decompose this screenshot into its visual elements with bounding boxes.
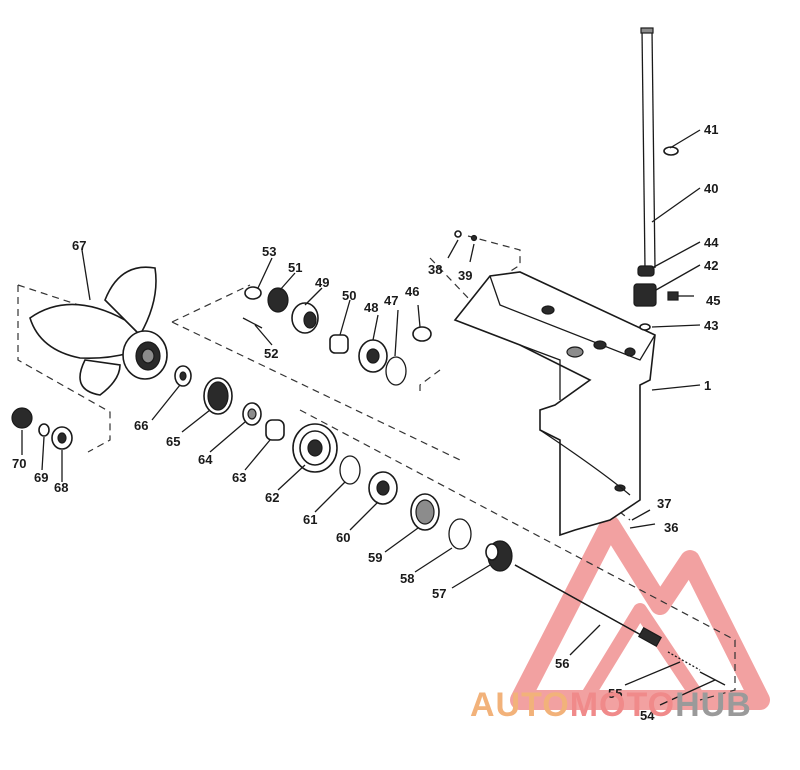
callout-62: 62 — [265, 490, 279, 505]
callout-38: 38 — [428, 262, 442, 277]
callout-55: 55 — [608, 686, 622, 701]
callout-56: 56 — [555, 656, 569, 671]
callout-labels: 1 36 37 38 39 40 41 42 43 44 45 46 47 48… — [12, 122, 720, 723]
callout-45: 45 — [706, 293, 720, 308]
callout-49: 49 — [315, 275, 329, 290]
callout-58: 58 — [400, 571, 414, 586]
callout-40: 40 — [704, 181, 718, 196]
propeller — [29, 266, 168, 396]
shift-shaft — [640, 27, 656, 269]
callout-54: 54 — [640, 708, 655, 723]
callout-53: 53 — [262, 244, 276, 259]
watermark-auto: AUTO — [470, 686, 570, 724]
watermark-hub: HUB — [675, 686, 752, 724]
callout-39: 39 — [458, 268, 472, 283]
callout-42: 42 — [704, 258, 718, 273]
callout-1: 1 — [704, 378, 711, 393]
callout-50: 50 — [342, 288, 356, 303]
shaft-parts — [633, 146, 694, 331]
callout-70: 70 — [12, 456, 26, 471]
pinion-parts — [242, 230, 478, 386]
callout-66: 66 — [134, 418, 148, 433]
callout-64: 64 — [198, 452, 213, 467]
watermark-moto: MOTO — [569, 686, 676, 724]
callout-67: 67 — [72, 238, 86, 253]
callout-48: 48 — [364, 300, 378, 315]
gearcase-housing — [453, 271, 656, 537]
callout-51: 51 — [288, 260, 302, 275]
callout-69: 69 — [34, 470, 48, 485]
callout-47: 47 — [384, 293, 398, 308]
callout-63: 63 — [232, 470, 246, 485]
callout-57: 57 — [432, 586, 446, 601]
leader-lines — [21, 129, 716, 706]
callout-68: 68 — [54, 480, 68, 495]
callout-44: 44 — [704, 235, 719, 250]
callout-37: 37 — [657, 496, 671, 511]
callout-41: 41 — [704, 122, 718, 137]
callout-65: 65 — [166, 434, 180, 449]
callout-46: 46 — [405, 284, 419, 299]
callout-52: 52 — [264, 346, 278, 361]
callout-36: 36 — [664, 520, 678, 535]
watermark-triangle — [510, 515, 770, 710]
callout-61: 61 — [303, 512, 317, 527]
assembly-lines — [17, 235, 736, 701]
callout-60: 60 — [336, 530, 350, 545]
callout-59: 59 — [368, 550, 382, 565]
callout-43: 43 — [704, 318, 718, 333]
prop-nut-parts — [11, 407, 73, 450]
propshaft-parts — [174, 365, 726, 686]
watermark-logo: AUTOMOTOHUB — [470, 686, 752, 725]
